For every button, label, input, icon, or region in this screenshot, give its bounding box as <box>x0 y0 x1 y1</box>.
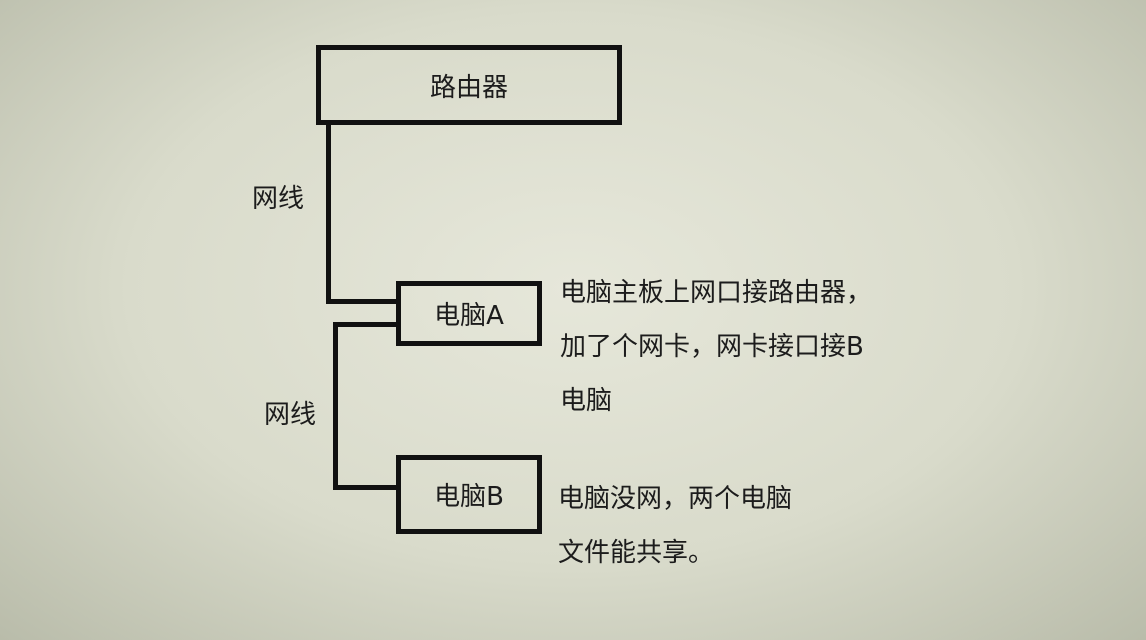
computer-b-note-line: 文件能共享。 <box>558 538 715 568</box>
computer-a-note-line: 电脑主板上网口接路由器， <box>560 278 873 308</box>
computer-b-label: 电脑B <box>434 482 504 512</box>
router-label: 路由器 <box>429 72 508 103</box>
a-to-b-top-horizontal-line <box>333 322 398 327</box>
computer-a-label: 电脑A <box>434 301 504 331</box>
a-to-b-bottom-horizontal-line <box>333 485 398 490</box>
computer-a-box: 电脑A <box>396 281 542 346</box>
computer-b-note: 电脑没网，两个电脑 文件能共享。 <box>558 472 792 580</box>
router-to-a-vertical-line <box>326 120 331 304</box>
cable-label-top: 网线 <box>252 184 305 214</box>
cable-label-bottom: 网线 <box>264 400 317 430</box>
computer-a-note-line: 加了个网卡，网卡接口接B <box>560 332 864 362</box>
computer-a-note: 电脑主板上网口接路由器， 加了个网卡，网卡接口接B 电脑 <box>560 266 872 428</box>
computer-b-note-line: 电脑没网，两个电脑 <box>558 484 793 514</box>
a-to-b-vertical-line <box>333 322 338 490</box>
router-box: 路由器 <box>316 45 622 125</box>
computer-b-box: 电脑B <box>396 455 542 534</box>
router-to-a-horizontal-line <box>326 299 398 304</box>
computer-a-note-line: 电脑 <box>560 386 613 416</box>
